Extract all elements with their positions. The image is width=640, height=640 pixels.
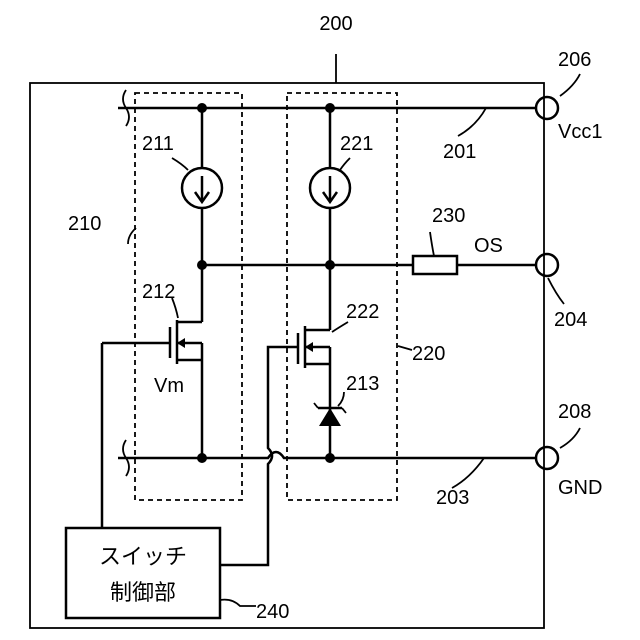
label-204: 204 (554, 309, 587, 331)
label-212: 212 (142, 281, 175, 303)
leader-211 (172, 158, 188, 170)
leader-222 (332, 322, 348, 332)
label-208: 208 (558, 401, 591, 423)
diode-213 (319, 408, 341, 426)
label-206: 206 (558, 49, 591, 71)
resistor-230 (413, 256, 457, 274)
gnd-terminal (536, 447, 558, 469)
label-222: 222 (346, 301, 379, 323)
label-230: 230 (432, 205, 465, 227)
leader-240 (220, 600, 256, 606)
label-213: 213 (346, 373, 379, 395)
label-203: 203 (436, 487, 469, 509)
controller-text-1: スイッチ (99, 545, 187, 570)
leader-213 (338, 392, 344, 406)
chip-label: 200 (319, 13, 352, 35)
label-240: 240 (256, 601, 289, 623)
vcc-terminal (536, 97, 558, 119)
label-210: 210 (68, 213, 101, 235)
label-220: 220 (412, 343, 445, 365)
leader-230 (430, 232, 434, 256)
leader-221 (340, 158, 350, 170)
controller-text-2: 制御部 (110, 581, 176, 606)
label-221: 221 (340, 133, 373, 155)
label-vm: Vm (154, 375, 184, 397)
label-os: OS (474, 235, 503, 257)
leader-206 (560, 74, 580, 96)
leader-220 (398, 346, 412, 350)
leader-201 (458, 108, 486, 136)
leader-208 (560, 428, 580, 448)
leader-204 (548, 278, 564, 304)
leader-203 (452, 458, 484, 488)
label-211: 211 (142, 133, 174, 155)
os-terminal (536, 254, 558, 276)
label-gnd: GND (558, 477, 602, 499)
label-vcc1: Vcc1 (558, 121, 602, 143)
label-201: 201 (443, 141, 476, 163)
